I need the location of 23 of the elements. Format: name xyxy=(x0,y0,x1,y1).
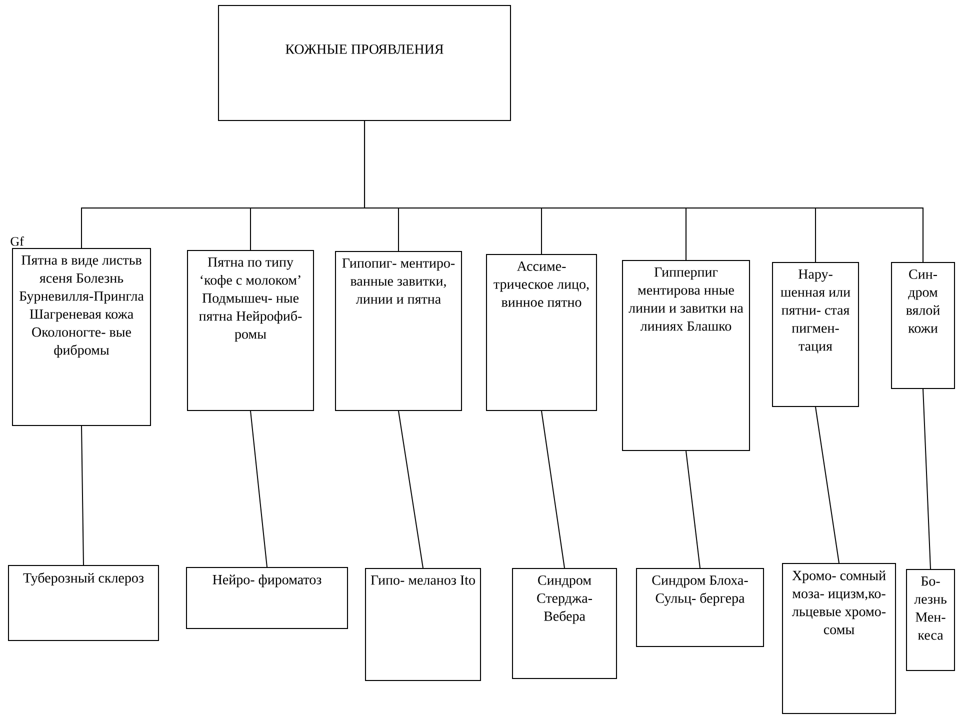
connector-line xyxy=(398,410,424,568)
connector-line xyxy=(364,120,924,262)
text-box: Гипперпиг ментирова нные линии и завитки на линиях Блашко xyxy=(622,260,750,451)
text-box: Бо- лезнь Мен- кеса xyxy=(906,569,956,671)
text-box: Синдром Блоха- Сульц- бергера xyxy=(636,568,764,647)
text-box: Пятна в виде листьв ясеня Болезнь Бурневилля-Прингла Шагреневая кожа Околоногте- вые фибромы xyxy=(12,248,151,426)
text-box: Гипо- меланоз Ito xyxy=(365,568,481,681)
text-box: Туберозный склероз xyxy=(8,565,159,641)
connector-line xyxy=(81,426,84,566)
connector-line xyxy=(815,406,840,564)
title-box: КОЖНЫЕ ПРОЯВЛЕНИЯ xyxy=(218,5,511,121)
text-box: Нейро- фироматоз xyxy=(186,567,348,629)
connector-line xyxy=(922,388,932,570)
text-box: Нару- шенная или пятни- стая пигмен- тация xyxy=(772,262,860,407)
text-box: Гипопиг- ментиро- ванные завитки, линии и пятна xyxy=(335,251,462,411)
text-box: Хромо- сомный моза- ицизм,ко- льцевые хромо- сомы xyxy=(782,563,896,714)
text-box: Ассиме- трическое лицо, винное пятно xyxy=(486,254,597,411)
text-box: Пятна по типу ‘кофе с молоком’ Подмышеч- ные пятна Нейрофиб- ромы xyxy=(187,250,314,411)
text-box: Син- дром вялой кожи xyxy=(891,262,956,389)
connector-line xyxy=(541,410,565,568)
text-box: Синдром Стерджа- Вебера xyxy=(512,568,617,679)
connector-line xyxy=(250,410,268,568)
connector-line xyxy=(686,450,700,568)
